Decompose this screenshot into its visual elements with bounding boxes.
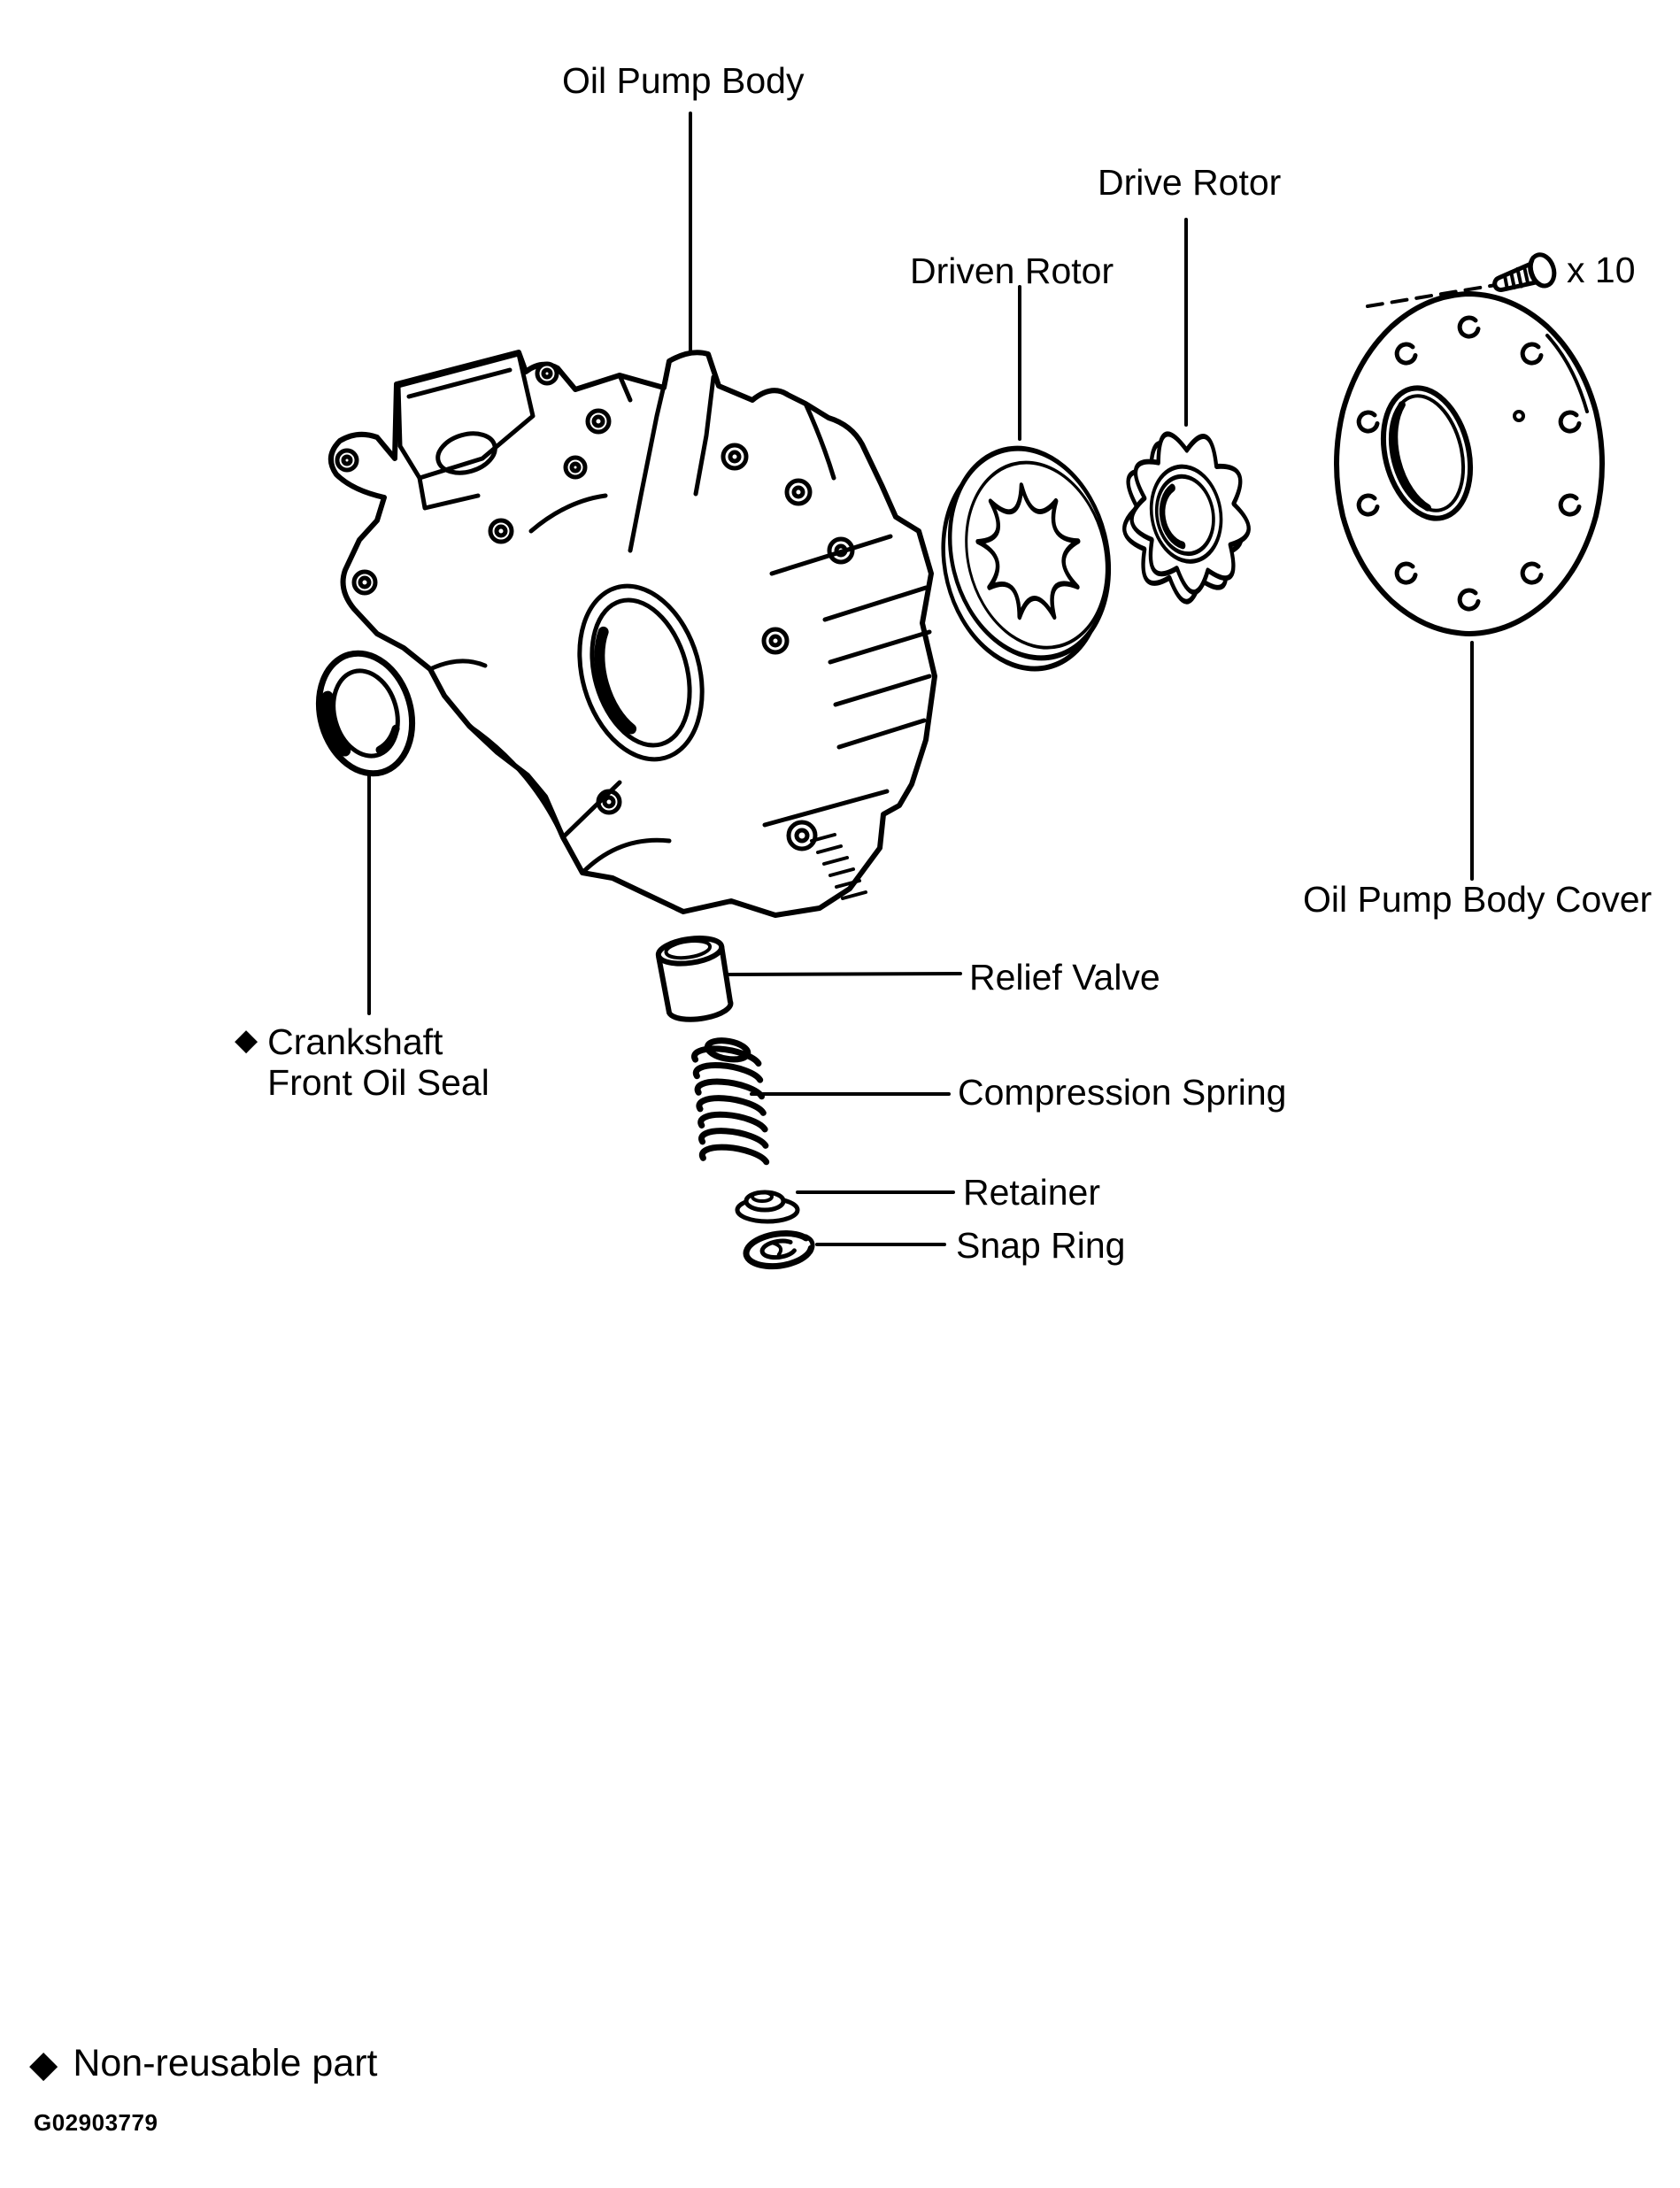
- non-reusable-diamond-icon: ◆: [29, 2043, 58, 2084]
- driven-rotor-drawing: [941, 445, 1112, 672]
- drive-rotor-drawing: [1122, 431, 1251, 605]
- label-relief-valve: Relief Valve: [969, 957, 1160, 998]
- crankshaft-front-oil-seal-drawing: [315, 650, 416, 777]
- label-snap-ring: Snap Ring: [956, 1225, 1126, 1266]
- legend-non-reusable: ◆ Non-reusable part: [29, 2045, 378, 2083]
- label-retainer: Retainer: [963, 1172, 1100, 1213]
- label-crankshaft-line1: Crankshaft: [267, 1021, 443, 1062]
- oil-pump-body-drawing: [328, 350, 937, 918]
- label-driven-rotor: Driven Rotor: [910, 250, 1114, 291]
- leader-screw: [1366, 283, 1498, 308]
- compression-spring-drawing: [677, 1037, 786, 1168]
- snap-ring-drawing: [743, 1229, 815, 1270]
- label-drive-rotor: Drive Rotor: [1098, 162, 1282, 203]
- relief-valve-drawing: [655, 936, 734, 1022]
- leader-relief-valve: [728, 972, 962, 976]
- non-reusable-diamond-icon: ◆: [235, 1023, 258, 1057]
- screw-drawing: [1492, 252, 1557, 292]
- retainer-drawing: [735, 1190, 800, 1224]
- label-compression-spring: Compression Spring: [958, 1072, 1287, 1113]
- label-oil-pump-body: Oil Pump Body: [562, 60, 805, 101]
- leader-lines: [367, 112, 1498, 1246]
- label-crankshaft-front-oil-seal: ◆ Crankshaft Front Oil Seal: [235, 1021, 489, 1103]
- figure-id: G02903779: [34, 2109, 158, 2136]
- legend-text: Non-reusable part: [73, 2042, 378, 2084]
- label-oil-pump-body-cover: Oil Pump Body Cover: [1303, 879, 1653, 920]
- label-screw-quantity: x 10: [1567, 250, 1636, 290]
- label-crankshaft-line2: Front Oil Seal: [267, 1062, 489, 1103]
- oil-pump-body-cover-drawing: [1334, 291, 1605, 636]
